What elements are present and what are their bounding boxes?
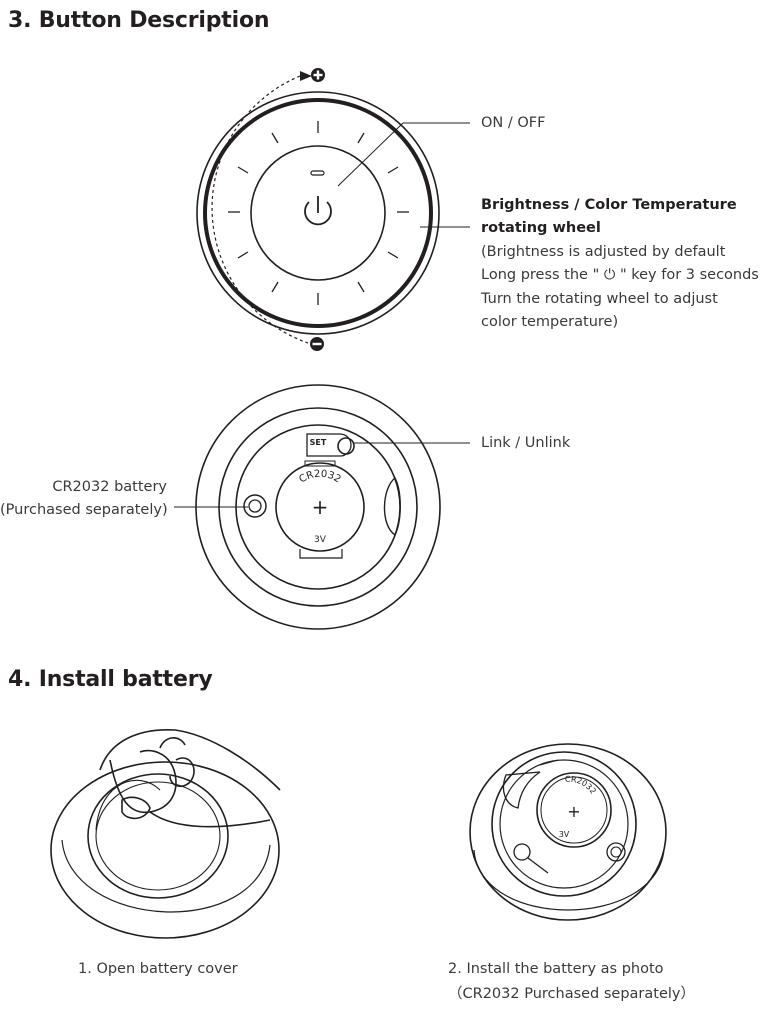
- side-notch: [383, 476, 401, 537]
- power-icon: [304, 196, 332, 226]
- photo-battery-voltage: 3V: [559, 830, 570, 839]
- step1-caption: 1. Open battery cover: [78, 961, 238, 977]
- wheel-desc-line4: color temperature): [481, 314, 619, 330]
- step2-base-outer: [469, 743, 667, 921]
- wheel-title-line2: rotating wheel: [481, 220, 601, 236]
- wheel-desc-line2: Long press the " ⏻ " key for 3 seconds: [481, 267, 759, 283]
- step2-caption-line1: 2. Install the battery as photo: [448, 961, 664, 977]
- step2-illustration: [469, 743, 667, 921]
- screw-outer: [243, 494, 267, 518]
- step2-ring: [491, 751, 637, 897]
- wheel-tick-marks: [228, 121, 409, 305]
- set-button: [337, 437, 355, 455]
- photo-battery-plus: +: [567, 802, 580, 821]
- step2-caption-line2: （CR2032 Purchased separately）: [448, 986, 695, 1002]
- section-heading-button-description: 3. Button Description: [8, 8, 270, 33]
- hand-outline: [99, 729, 281, 791]
- step2-battery: [536, 772, 612, 848]
- set-button-outline: [306, 433, 352, 457]
- arrow-head: [300, 71, 312, 81]
- link-unlink-label: Link / Unlink: [481, 435, 571, 451]
- step1-cover-ring: [87, 773, 229, 899]
- wheel-desc-line1: (Brightness is adjusted by default: [481, 244, 726, 260]
- battery-voltage: 3V: [314, 535, 327, 545]
- wheel-desc-line3: Turn the rotating wheel to adjust: [481, 291, 718, 307]
- screw-inner: [248, 499, 262, 513]
- step1-illustration: [50, 729, 281, 939]
- set-label: SET: [310, 438, 327, 447]
- battery-outline: [275, 462, 365, 552]
- battery-label-line2: (Purchased separately): [0, 502, 168, 518]
- battery-plus: +: [312, 495, 329, 519]
- rotation-arc: [211, 75, 309, 344]
- wheel-title-line1: Brightness / Color Temperature: [481, 197, 737, 213]
- minus-mark: [310, 170, 325, 176]
- on-off-label: ON / OFF: [481, 115, 546, 131]
- battery-model-arc: CR2032: [297, 469, 342, 486]
- rotating-wheel: [203, 98, 433, 328]
- step1-base-outer: [50, 761, 280, 939]
- center-button: [250, 145, 386, 281]
- battery-label-line1: CR2032 battery: [52, 479, 167, 495]
- section-heading-install-battery: 4. Install battery: [8, 667, 213, 692]
- outer-ring: [196, 91, 440, 335]
